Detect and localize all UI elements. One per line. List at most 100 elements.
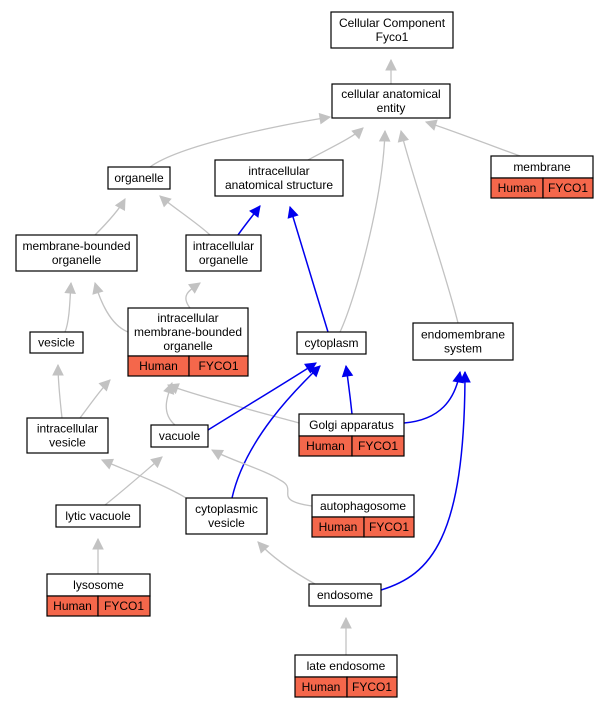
arrowhead-icon: [340, 616, 352, 629]
arrowhead-icon: [92, 537, 104, 550]
node-label-line: intracellular: [193, 239, 254, 253]
node-label-line: autophagosome: [320, 499, 406, 513]
node-label-line: vesicle: [38, 336, 75, 350]
edge-cae-to-root: [385, 58, 397, 84]
edge-lendo-to-endo: [340, 616, 352, 655]
node-lv[interactable]: lytic vacuole: [55, 504, 141, 528]
node-imbo[interactable]: intracellularmembrane-boundedorganelleHu…: [127, 307, 249, 377]
node-box: [331, 83, 451, 119]
is-a-edge: [101, 459, 187, 499]
node-ves[interactable]: vesicle: [29, 331, 84, 354]
node-endo[interactable]: endosome: [308, 583, 382, 607]
edge-imbo-to-mbo: [92, 281, 129, 333]
node-box: [296, 331, 367, 355]
node-box: [412, 322, 514, 361]
edge-ias-to-cae: [307, 127, 364, 161]
edge-lys-to-lv: [92, 537, 104, 574]
node-label-line: intracellular: [157, 311, 218, 325]
is-a-edge: [149, 116, 331, 168]
arrowhead-icon: [150, 456, 163, 469]
edge-endo-to-ems: [380, 370, 471, 591]
node-label-line: Cellular Component: [339, 16, 446, 30]
part-of-edge: [289, 206, 329, 333]
node-label-line: organelle: [114, 171, 164, 185]
node-label-line: endomembrane: [421, 328, 505, 342]
node-label-line: intracellular: [37, 422, 98, 436]
is-a-edge: [339, 130, 386, 333]
gene-badge: [542, 177, 594, 199]
edge-golgi-to-imbo: [166, 383, 300, 424]
species-label: Human: [302, 680, 341, 694]
node-box: [107, 166, 171, 190]
node-label-line: Golgi apparatus: [309, 418, 394, 432]
node-label-line: membrane-bounded: [22, 239, 130, 253]
species-label: Human: [498, 181, 537, 195]
node-box: [150, 424, 209, 448]
arrowhead-icon: [92, 281, 104, 295]
node-box: [185, 497, 268, 535]
edge-endo-to-cv: [257, 541, 316, 585]
gene-badge: [188, 355, 249, 377]
node-label-line: cellular anatomical: [341, 87, 440, 101]
gene-badge: [346, 676, 398, 698]
node-label-line: membrane: [513, 160, 571, 174]
arrowhead-icon: [159, 195, 172, 208]
node-box: [308, 583, 382, 607]
part-of-edge: [403, 371, 461, 424]
edge-golgi-to-cyto: [341, 364, 354, 415]
node-box: [26, 417, 109, 454]
node-vac[interactable]: vacuole: [150, 424, 209, 448]
arrowhead-icon: [100, 458, 114, 470]
node-label-line: organelle: [199, 253, 249, 267]
arrowhead-icon: [211, 449, 225, 461]
node-label-line: cytoplasmic: [195, 502, 258, 516]
edges-layer: [52, 58, 521, 655]
node-label-line: membrane-bounded: [134, 325, 242, 339]
arrowhead-icon: [385, 58, 397, 71]
arrowhead-icon: [98, 379, 111, 392]
node-org[interactable]: organelle: [107, 166, 171, 190]
edge-ems-to-cae: [397, 129, 459, 324]
node-box: [330, 11, 454, 49]
edge-io-to-ias: [237, 205, 261, 236]
arrowhead-icon: [52, 363, 64, 376]
edge-cv-to-cyto: [231, 365, 321, 499]
edge-ves-to-mbo: [64, 281, 76, 333]
node-label-line: vesicle: [49, 436, 86, 450]
node-label-line: organelle: [163, 339, 213, 353]
arrowhead-icon: [397, 129, 409, 143]
species-label: Human: [139, 359, 178, 373]
arrowhead-icon: [351, 127, 364, 140]
node-label-line: vesicle: [208, 516, 245, 530]
species-label: Human: [319, 520, 358, 534]
node-label-line: entity: [377, 101, 406, 115]
node-label-line: vacuole: [159, 429, 201, 443]
node-label-line: lysosome: [73, 578, 124, 592]
arrowhead-icon: [249, 205, 261, 218]
edge-vac-to-imbo: [163, 381, 176, 426]
gene-label: FYCO1: [369, 520, 409, 534]
is-a-edge: [400, 130, 459, 324]
edge-cyto-to-cae: [339, 129, 391, 333]
arrowhead-icon: [163, 381, 175, 395]
node-label-line: late endosome: [307, 659, 386, 673]
gene-label: FYCO1: [358, 439, 398, 453]
node-cyto[interactable]: cytoplasm: [296, 331, 367, 355]
node-box: [55, 504, 141, 528]
edge-io-to-org: [159, 195, 211, 236]
edge-iv-to-imbo: [79, 379, 111, 419]
